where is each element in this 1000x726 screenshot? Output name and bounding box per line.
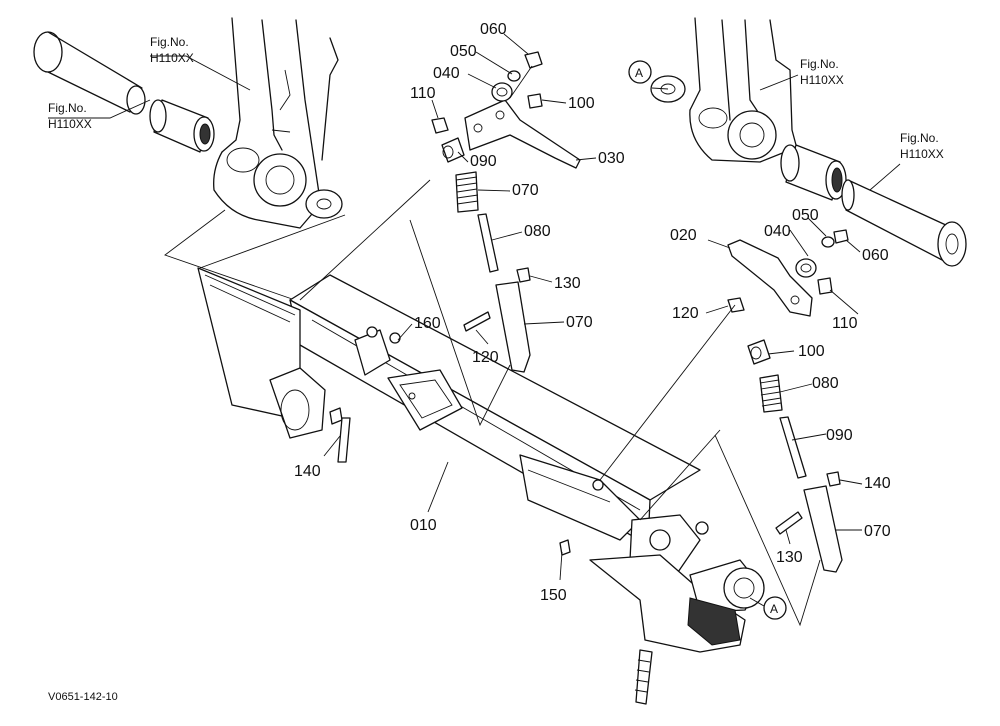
fig-ref-1-line2: H110XX bbox=[150, 51, 194, 65]
callout-070-right: 070 bbox=[864, 523, 891, 540]
callout-120-left: 110 bbox=[410, 85, 436, 102]
callout-060-right: 060 bbox=[862, 247, 889, 264]
callout-100-left: 090 bbox=[470, 153, 497, 170]
callout-030-left: 030 bbox=[598, 150, 625, 167]
right-arm-assembly bbox=[650, 17, 967, 267]
callout-100-right: 100 bbox=[798, 343, 825, 360]
fig-ref-2-line2: H110XX bbox=[48, 117, 92, 131]
callout-020-right: 020 bbox=[670, 227, 697, 244]
left-bushing bbox=[149, 99, 215, 153]
callout-150-right: 150 bbox=[540, 587, 567, 604]
callout-110-right: 110 bbox=[832, 315, 858, 332]
callout-040-left: 040 bbox=[433, 65, 460, 82]
left-pin bbox=[33, 31, 146, 115]
fig-ref-2-line1: Fig.No. bbox=[48, 101, 87, 115]
marker-a-bottom-circle bbox=[763, 596, 787, 620]
callout-130-right: 130 bbox=[776, 549, 803, 566]
main-frame bbox=[197, 267, 765, 705]
reference-markers: A A bbox=[628, 60, 787, 620]
right-lever-assembly bbox=[599, 229, 849, 627]
callout-060-left: 060 bbox=[480, 21, 507, 38]
drawing-code: V0651-142-10 bbox=[48, 691, 118, 703]
callout-130-left: 120 bbox=[472, 349, 499, 366]
callout-010: 010 bbox=[410, 517, 437, 534]
callout-080-right: 080 bbox=[812, 375, 839, 392]
callout-070-left: 070 bbox=[566, 314, 593, 331]
marker-a-top: A bbox=[635, 66, 643, 80]
callout-050-left: 050 bbox=[450, 43, 477, 60]
bolt-150-left bbox=[337, 417, 351, 463]
callout-090-left: 080 bbox=[524, 223, 551, 240]
marker-a-bottom: A bbox=[770, 602, 778, 616]
fig-ref-4-line1: Fig.No. bbox=[900, 131, 939, 145]
right-pin bbox=[841, 179, 967, 267]
left-arm-assembly bbox=[33, 17, 346, 301]
callout-140-left: 130 bbox=[554, 275, 581, 292]
figure-references: Fig.No. H110XX Fig.No. H110XX Fig.No. H1… bbox=[48, 35, 944, 161]
part-callouts: 060 050 040 110 100 090 030 070 080 130 … bbox=[294, 21, 891, 604]
leader-lines bbox=[48, 33, 901, 607]
marker-a-top-circle bbox=[628, 60, 652, 84]
callout-080-left: 070 bbox=[512, 182, 539, 199]
callout-160-left: 160 bbox=[414, 315, 441, 332]
fig-ref-1-line1: Fig.No. bbox=[150, 35, 189, 49]
callout-140-right: 140 bbox=[864, 475, 891, 492]
right-bushing bbox=[780, 144, 847, 201]
callout-050-right: 050 bbox=[792, 207, 819, 224]
callout-040-right: 040 bbox=[764, 223, 791, 240]
fig-ref-4-line2: H110XX bbox=[900, 147, 944, 161]
callout-120-right: 120 bbox=[672, 305, 699, 322]
left-arm-washer bbox=[305, 189, 343, 219]
callout-090-right: 090 bbox=[826, 427, 853, 444]
callout-110-left: 100 bbox=[568, 95, 595, 112]
fig-ref-3-line1: Fig.No. bbox=[800, 57, 839, 71]
fig-ref-3-line2: H110XX bbox=[800, 73, 844, 87]
left-lever-assembly bbox=[299, 51, 581, 427]
callout-150-left: 140 bbox=[294, 463, 321, 480]
